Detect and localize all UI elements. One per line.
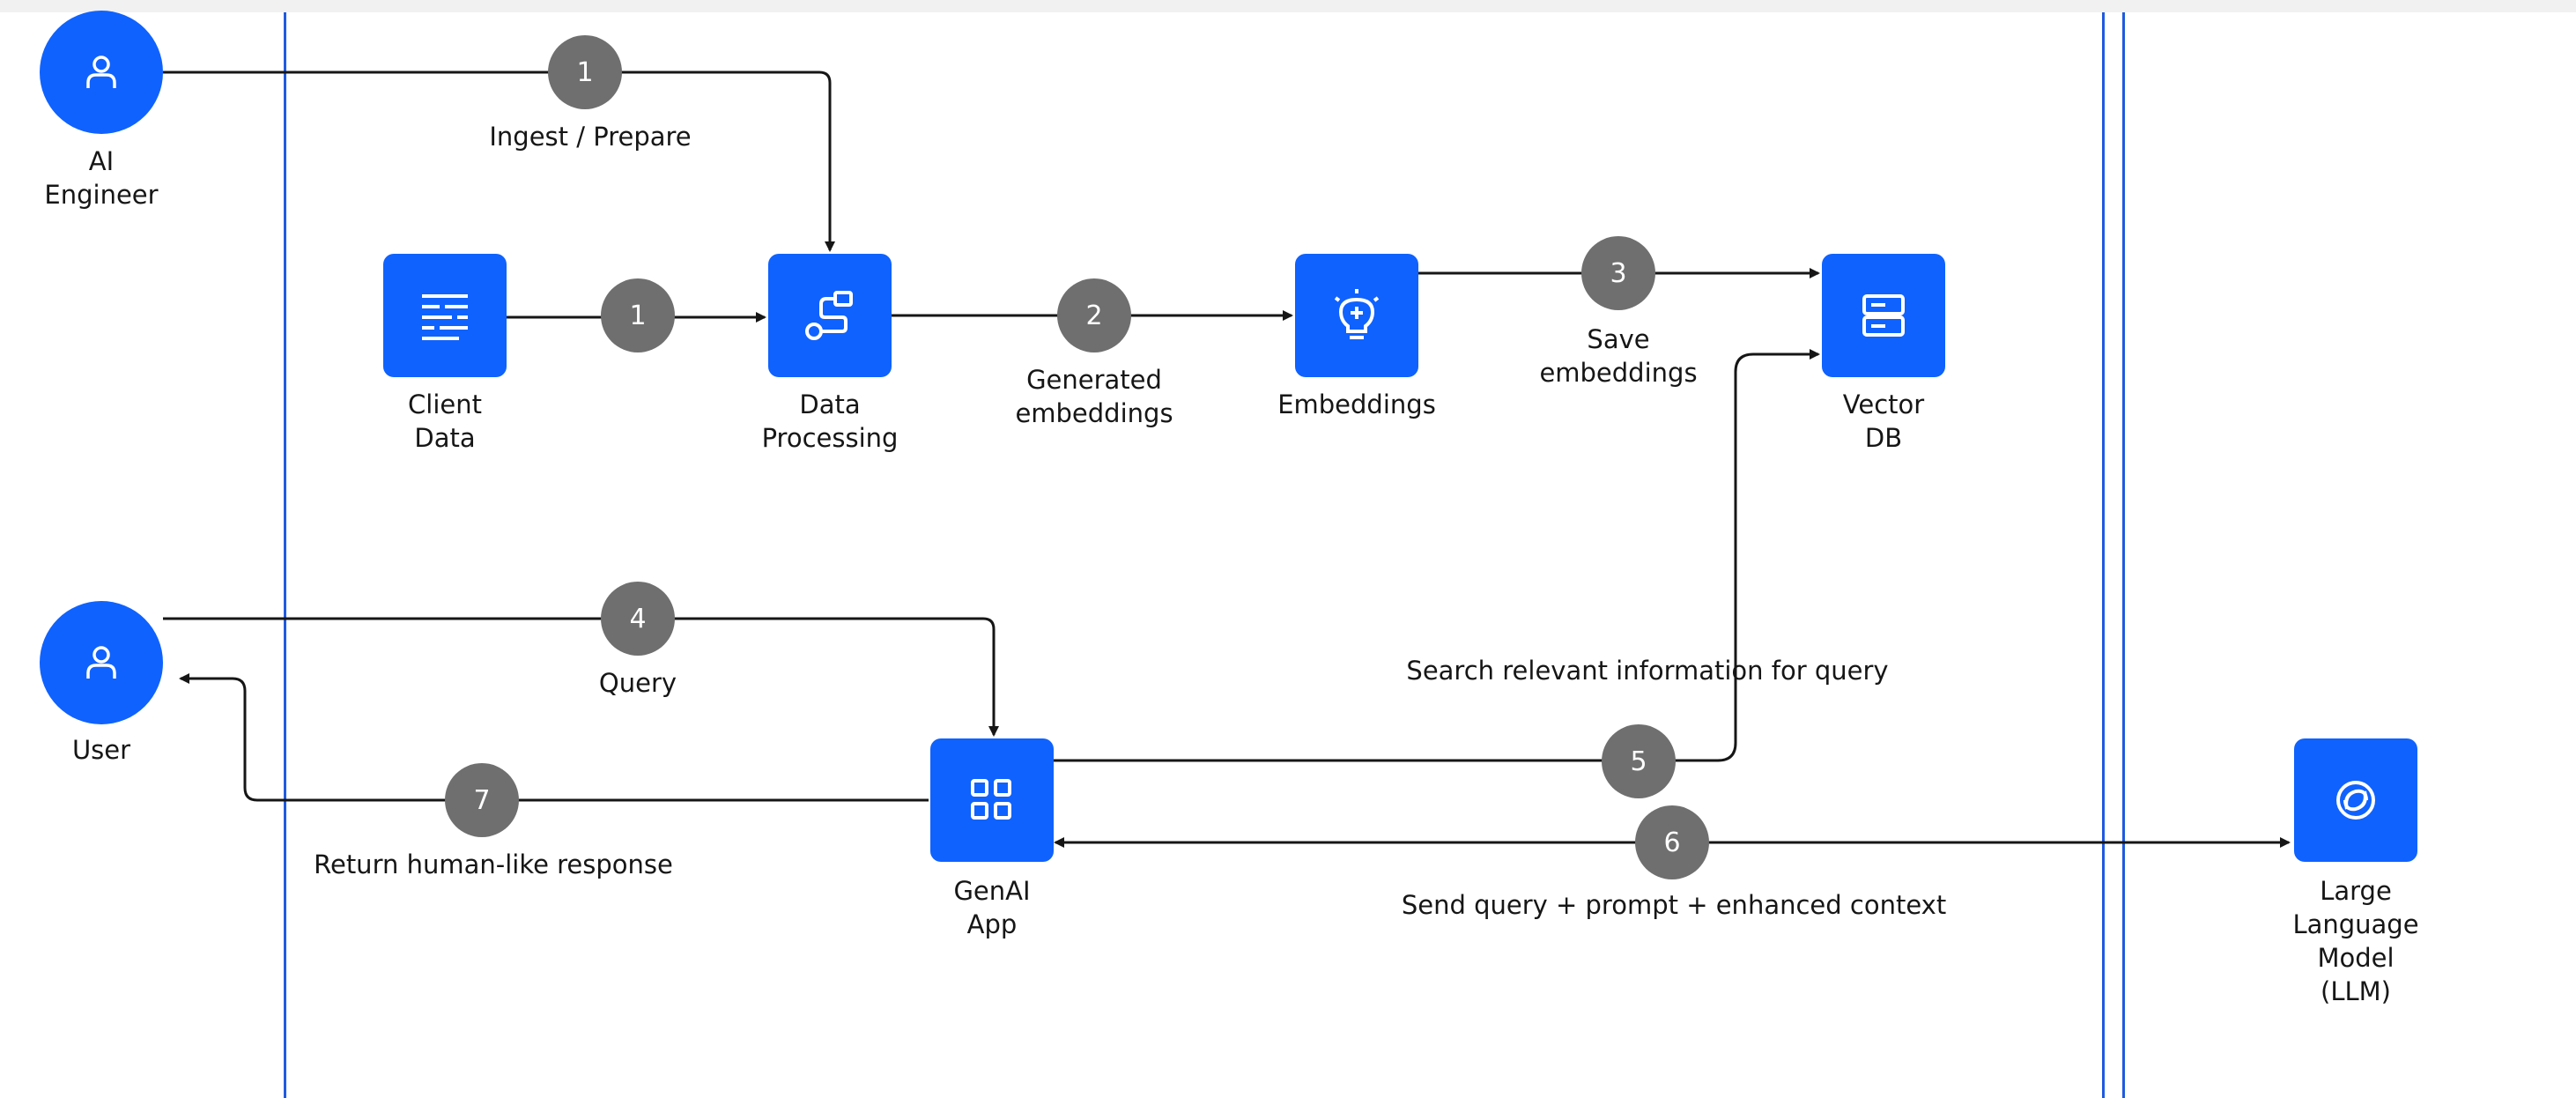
- arrow-return: [179, 673, 929, 802]
- vector-db-node[interactable]: [1822, 254, 1945, 377]
- person-icon: [86, 56, 116, 88]
- search-relevant-label: Search relevant information for query: [1406, 656, 1889, 686]
- client-data-node[interactable]: [383, 254, 507, 377]
- user-label: User: [71, 735, 131, 765]
- person-icon: [86, 646, 116, 679]
- send-query-label: Send query + prompt + enhanced context: [1401, 890, 1947, 920]
- query-label: Query: [598, 668, 677, 698]
- step-badge-3: 3: [1581, 236, 1655, 310]
- save-embeddings-label: Save embeddings: [1539, 324, 1698, 388]
- step-badge-4: 4: [601, 582, 675, 656]
- ai-engineer-avatar[interactable]: [40, 11, 163, 134]
- embeddings-node[interactable]: [1295, 254, 1418, 377]
- genai-app-label: GenAI App: [953, 876, 1031, 939]
- ai-engineer-label: AI Engineer: [44, 146, 159, 210]
- swirl-icon: [2336, 781, 2375, 820]
- divider-left: [284, 12, 286, 1098]
- data-processing-node[interactable]: [768, 254, 892, 377]
- generated-embeddings-label: Generated embeddings: [1015, 365, 1173, 428]
- step-badge-1-client: 1: [601, 278, 675, 352]
- embeddings-label: Embeddings: [1277, 389, 1436, 419]
- return-response-label: Return human-like response: [314, 849, 673, 879]
- step-badge-5: 5: [1602, 724, 1676, 798]
- llm-label: Large Language Model (LLM): [2292, 876, 2419, 1006]
- genai-app-node[interactable]: [930, 738, 1054, 862]
- vector-db-label: Vector DB: [1842, 389, 1925, 453]
- app-grid-icon: [971, 779, 1011, 820]
- step-badge-7: 7: [445, 763, 519, 837]
- database-icon: [1862, 294, 1905, 337]
- arrow-ingest: [163, 70, 835, 252]
- ingest-prepare-label: Ingest / Prepare: [489, 122, 692, 152]
- flow-icon: [805, 291, 853, 340]
- arrow-search: [1051, 349, 1820, 762]
- document-lines-icon: [422, 294, 468, 340]
- step-badge-1-ingest: 1: [548, 35, 622, 109]
- step-badge-6: 6: [1635, 805, 1709, 879]
- top-band: [0, 0, 2576, 12]
- lightbulb-icon: [1334, 289, 1380, 339]
- step-badge-2: 2: [1057, 278, 1131, 352]
- divider-right-a: [2102, 12, 2105, 1098]
- user-avatar[interactable]: [40, 601, 163, 724]
- llm-node[interactable]: [2294, 738, 2417, 862]
- divider-right-b: [2122, 12, 2125, 1098]
- data-processing-label: Data Processing: [761, 389, 899, 453]
- client-data-label: Client Data: [408, 389, 482, 453]
- arrow-query: [163, 617, 999, 737]
